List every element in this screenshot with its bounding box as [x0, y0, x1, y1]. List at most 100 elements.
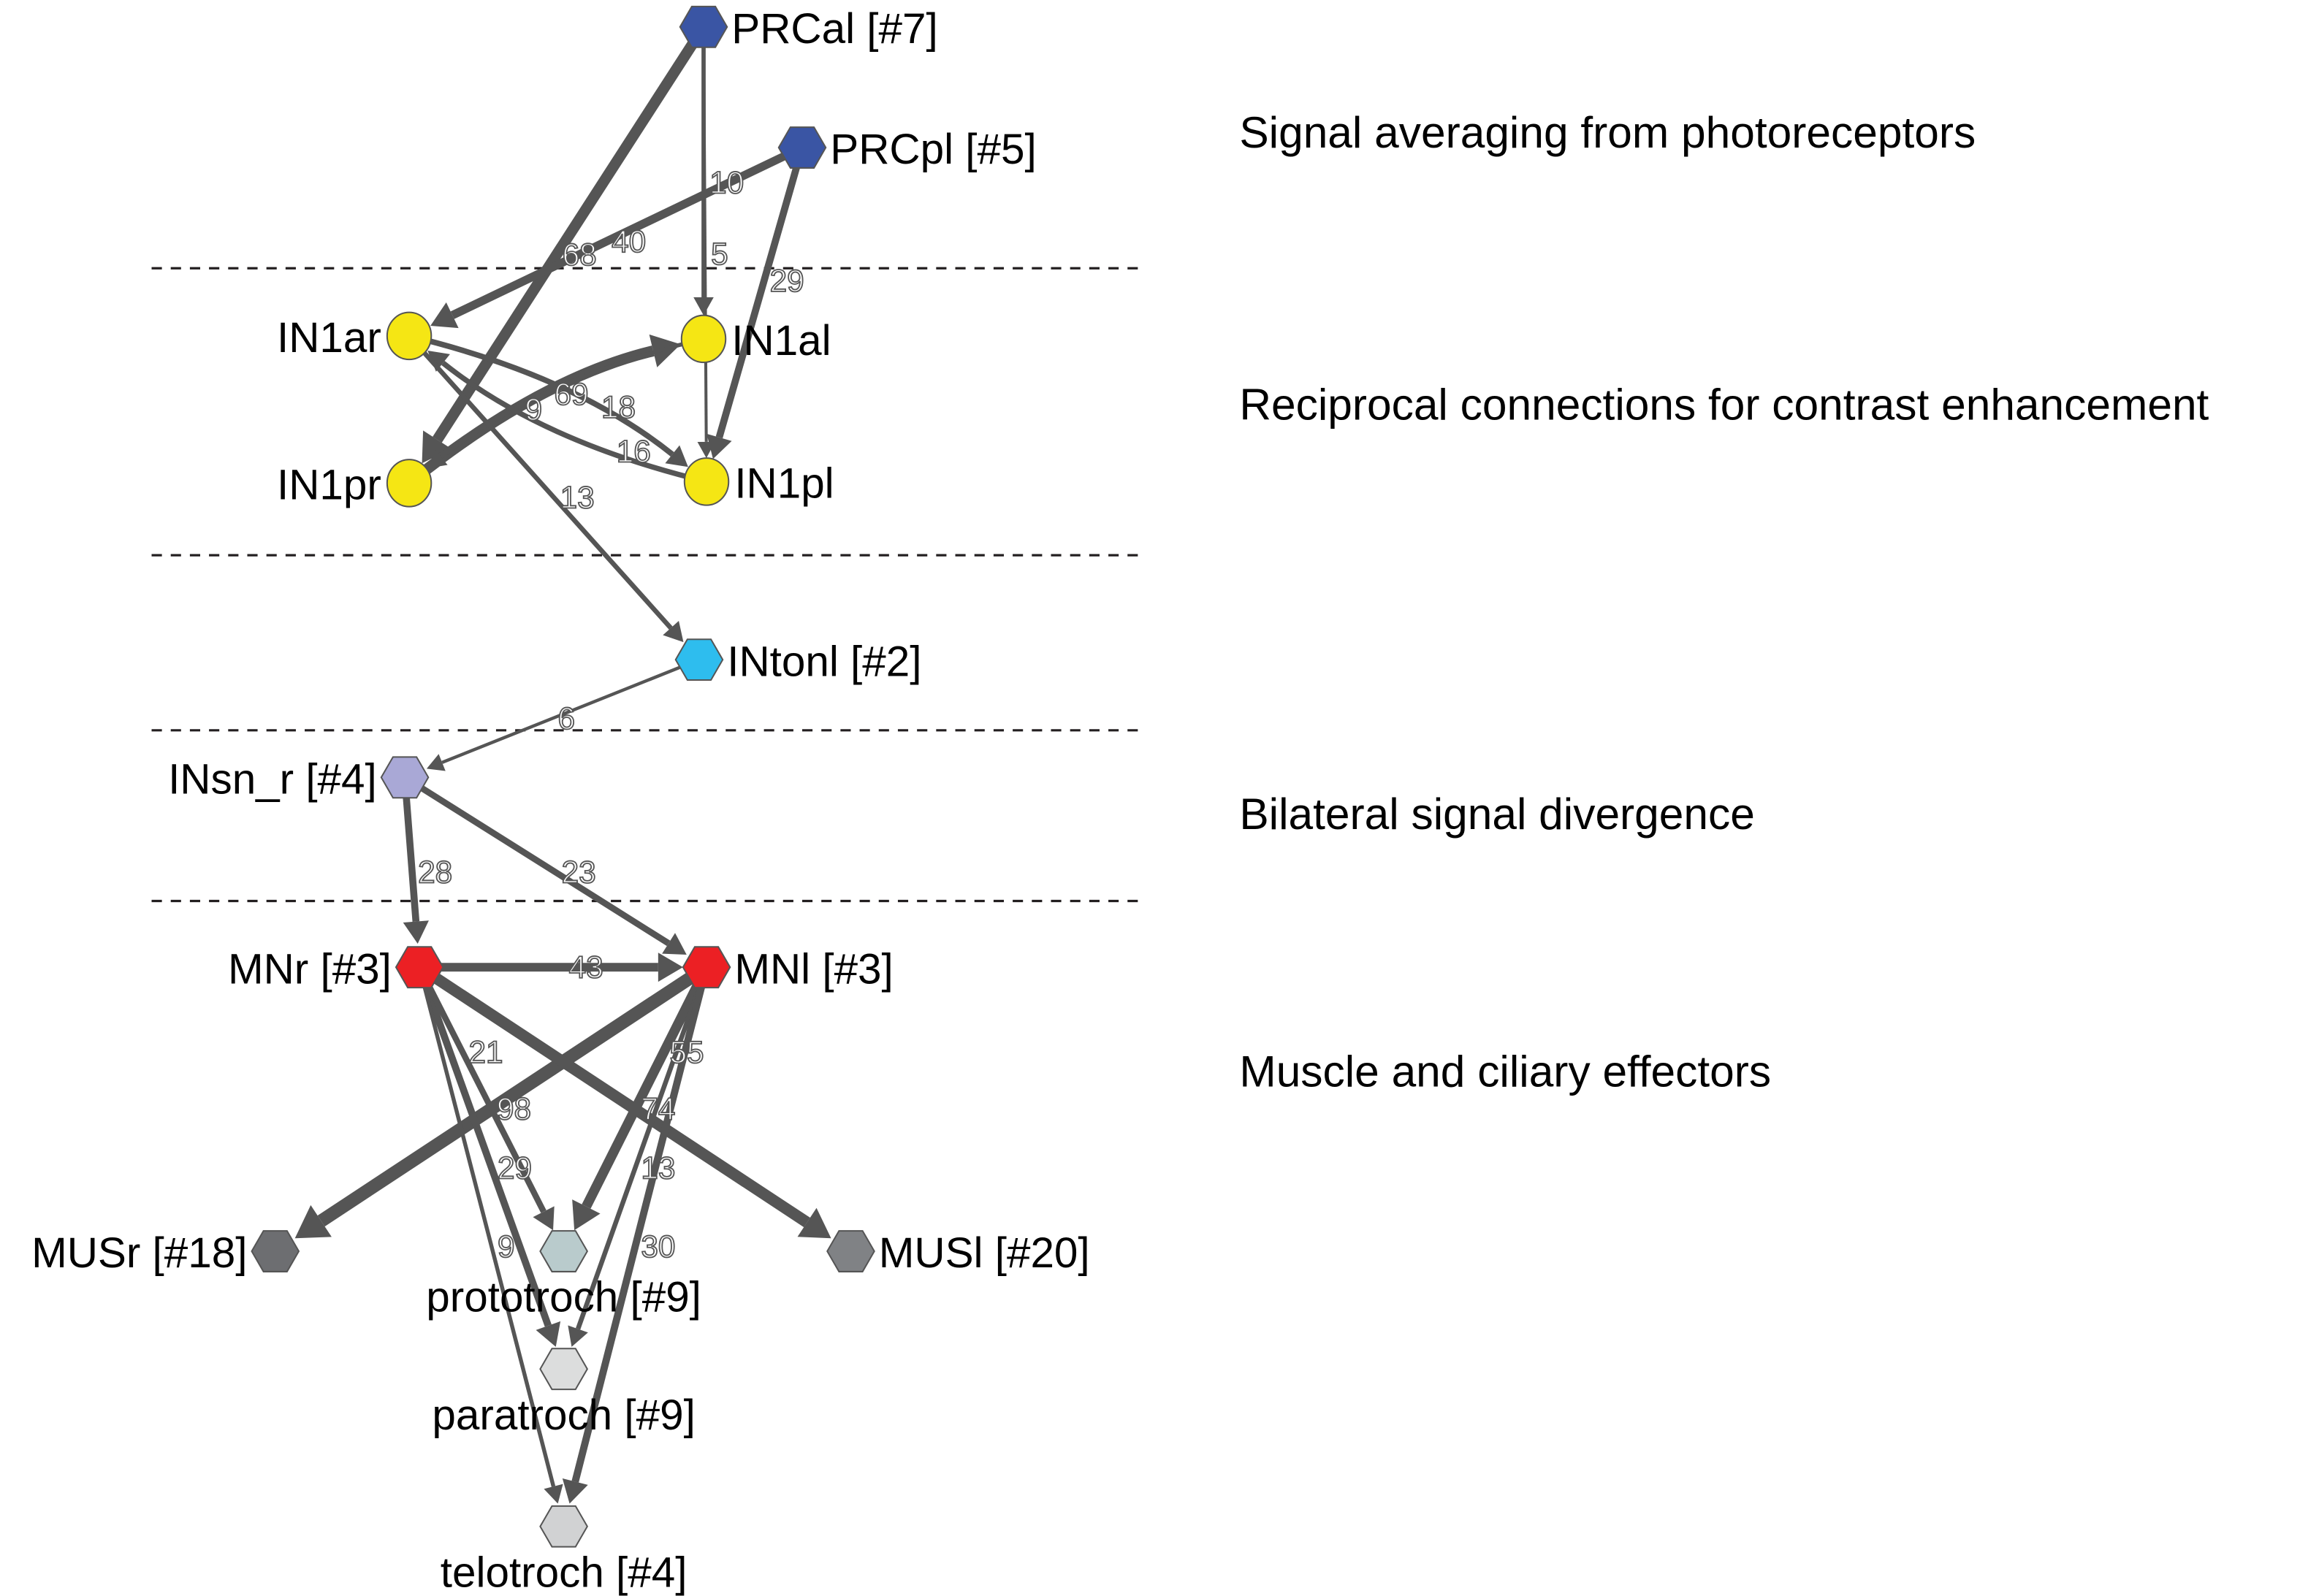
edge-weight-label: 9 — [498, 1229, 515, 1264]
arrowhead-icon — [693, 297, 714, 316]
edge-weight-label: 43 — [569, 950, 603, 984]
arrowhead-icon — [427, 449, 448, 469]
edge-MNr-to-MNl — [419, 952, 683, 982]
arrowhead-icon — [422, 430, 452, 464]
circle-node-icon — [386, 311, 433, 361]
node-label: paratroch [#9] — [432, 1391, 695, 1439]
node-IN1al[interactable]: IN1al — [680, 314, 831, 364]
arrowhead-icon — [403, 920, 429, 944]
edge-weight-label: 23 — [562, 855, 596, 889]
edge-IN1pl-to-IN1ar — [427, 351, 707, 484]
edge-weight-label: 29 — [770, 264, 804, 298]
arrowhead-icon — [797, 1207, 831, 1239]
node-label: INtonl [#2] — [727, 638, 921, 685]
edge-INtonl-to-INsn_r — [426, 658, 700, 771]
hexagon-node-icon — [251, 1230, 300, 1272]
node-label: PRCpl [#5] — [830, 126, 1036, 173]
arrowhead-icon — [663, 621, 684, 643]
node-MNl[interactable]: MNl [#3] — [682, 945, 894, 993]
node-label: MUSl [#20] — [879, 1229, 1090, 1277]
node-label: IN1ar — [277, 314, 381, 362]
node-MUSr[interactable]: MUSr [#18] — [31, 1229, 300, 1277]
edge-weight-label: 18 — [601, 390, 636, 424]
node-MUSl[interactable]: MUSl [#20] — [826, 1229, 1090, 1277]
edge-weight-label: 21 — [468, 1035, 503, 1069]
arrowhead-icon — [658, 952, 683, 982]
hexagon-node-icon — [539, 1348, 589, 1391]
edge-weight-label: 30 — [641, 1229, 675, 1264]
node-IN1pr[interactable]: IN1pr — [277, 459, 433, 509]
edge-weight-label: 13 — [641, 1150, 675, 1185]
edge-weight-label: 9 — [525, 392, 543, 427]
arrowhead-icon — [568, 1325, 588, 1347]
edge-weight-label: 6 — [558, 701, 576, 736]
edge-MNl-to-paratroch — [568, 966, 709, 1347]
edge-weight-label: 68 — [563, 237, 597, 272]
arrowhead-icon — [544, 1484, 563, 1504]
hexagon-node-icon — [682, 946, 731, 989]
node-label: IN1pr — [277, 462, 381, 509]
node-paratroch[interactable]: paratroch [#9] — [432, 1348, 696, 1439]
arrowhead-icon — [533, 1206, 555, 1231]
edges — [294, 23, 831, 1504]
annotation-divergence: Bilateral signal divergence — [1239, 789, 1755, 839]
node-label: prototroch [#9] — [426, 1274, 701, 1321]
node-MNr[interactable]: MNr [#3] — [228, 945, 444, 993]
arrowhead-icon — [426, 754, 446, 771]
edge-INsn_r-to-MNr — [401, 776, 429, 944]
edge-PRCpl-to-IN1pl — [707, 146, 806, 459]
edge-weight-label: 10 — [709, 165, 744, 199]
edge-IN1ar-to-IN1pl — [408, 333, 688, 467]
node-label: MUSr [#18] — [31, 1229, 247, 1277]
circle-node-icon — [386, 459, 433, 508]
edge-MNr-to-paratroch — [416, 966, 561, 1347]
layer-annotations: Signal averaging from photoreceptors Rec… — [1239, 107, 2209, 1096]
node-label: INsn_r [#4] — [168, 755, 377, 803]
layer-separators — [151, 267, 1146, 903]
arrowhead-icon — [294, 1204, 332, 1239]
node-telotroch[interactable]: telotroch [#4] — [441, 1505, 688, 1596]
edge-MNl-to-telotroch — [562, 966, 710, 1504]
node-label: telotroch [#4] — [441, 1549, 688, 1596]
hexagon-node-icon — [777, 126, 827, 169]
edge-PRCpl-to-IN1ar — [430, 143, 804, 329]
edge-weight-label: 55 — [669, 1035, 704, 1069]
edge-weight-label: 69 — [555, 377, 589, 411]
node-INtonl[interactable]: INtonl [#2] — [674, 638, 922, 685]
edge-MNl-to-MUSr — [294, 961, 710, 1239]
node-IN1pl[interactable]: IN1pl — [683, 457, 834, 508]
edge-weight-label: 13 — [560, 481, 595, 515]
hexagon-node-icon — [826, 1230, 875, 1272]
arrowhead-icon — [572, 1199, 601, 1231]
hexagon-node-icon — [380, 756, 430, 799]
node-prototroch[interactable]: prototroch [#9] — [426, 1230, 701, 1321]
circle-node-icon — [683, 457, 730, 506]
node-IN1ar[interactable]: IN1ar — [277, 311, 433, 362]
annotation-photoreceptors: Signal averaging from photoreceptors — [1239, 107, 1976, 157]
node-PRCpl[interactable]: PRCpl [#5] — [777, 126, 1037, 173]
node-PRCal[interactable]: PRCal [#7] — [679, 5, 938, 53]
arrowhead-icon — [427, 351, 450, 372]
arrowhead-icon — [562, 1478, 588, 1504]
node-label: MNr [#3] — [228, 945, 392, 993]
node-label: PRCal [#7] — [731, 5, 937, 53]
edge-IN1ar-to-INtonl — [407, 334, 684, 643]
arrowhead-icon — [665, 445, 688, 467]
arrowhead-icon — [707, 433, 732, 459]
node-label: MNl [#3] — [734, 945, 893, 993]
edge-weight-label: 16 — [617, 435, 651, 469]
hexagon-node-icon — [395, 946, 444, 989]
arrowhead-icon — [430, 302, 459, 329]
edge-MNl-to-prototroch — [572, 965, 712, 1231]
annotation-contrast: Reciprocal connections for contrast enha… — [1239, 380, 2209, 429]
edge-weight-label: 28 — [418, 855, 452, 889]
edge-weight-label: 40 — [612, 224, 646, 259]
hexagon-node-icon — [539, 1505, 589, 1548]
edge-MNr-to-prototroch — [416, 966, 555, 1231]
edge-weight-label: 98 — [497, 1092, 531, 1126]
node-INsn_r[interactable]: INsn_r [#4] — [168, 755, 430, 803]
hexagon-node-icon — [539, 1230, 589, 1272]
